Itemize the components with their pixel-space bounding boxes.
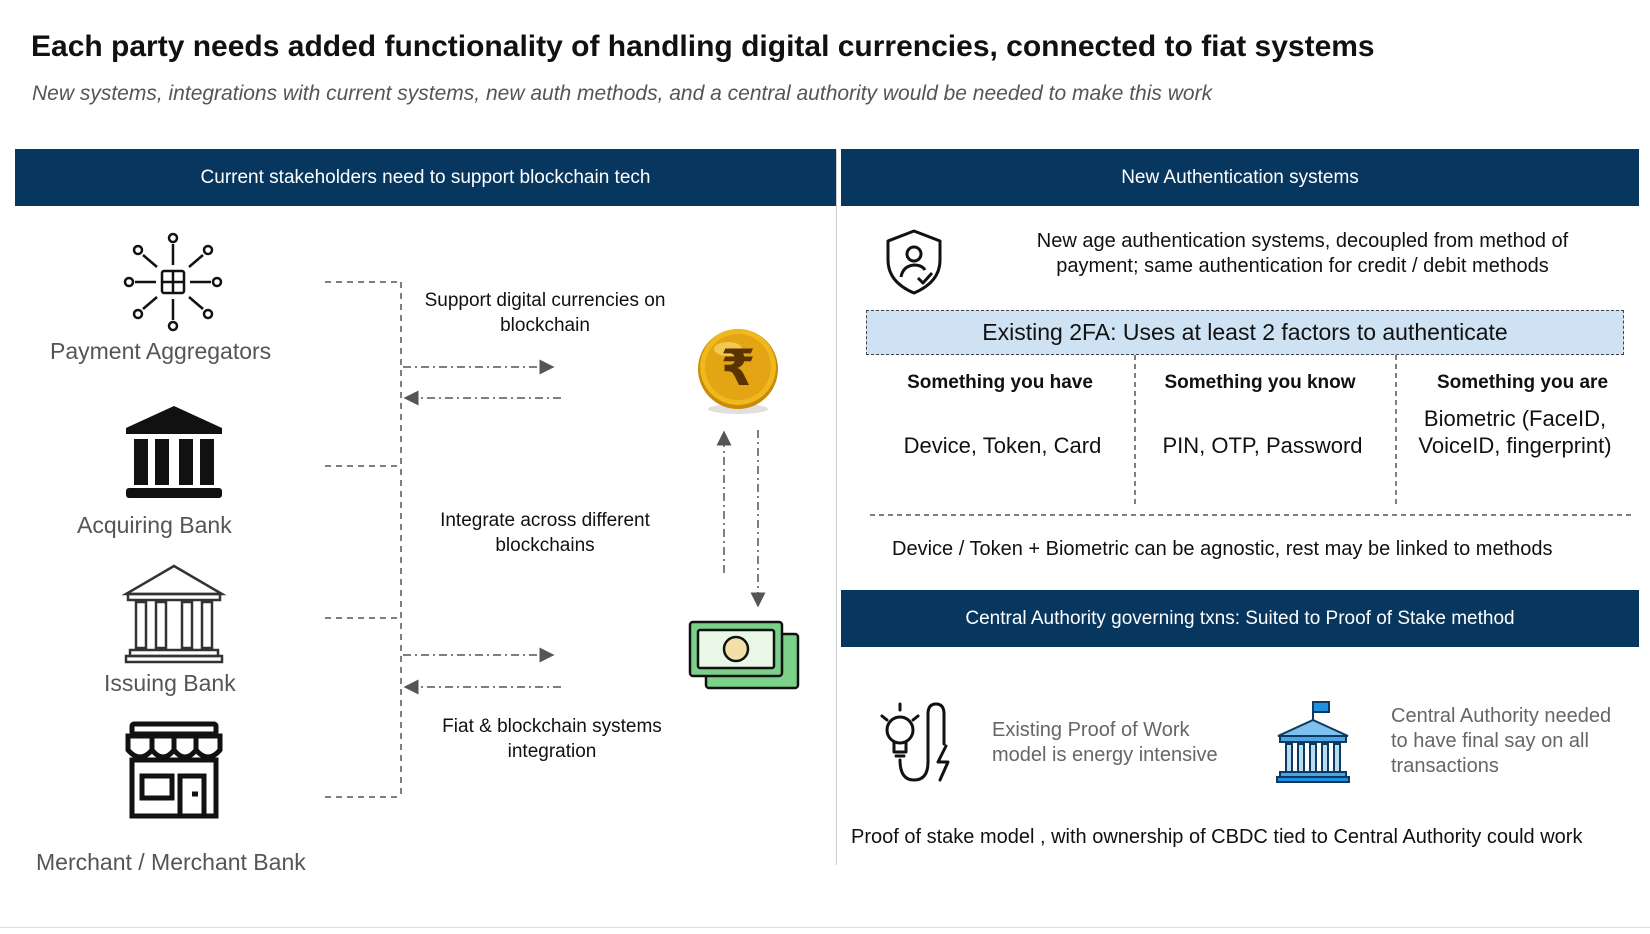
page-title: Each party needs added functionality of … xyxy=(31,30,1375,63)
twofa-title: Existing 2FA: Uses at least 2 factors to… xyxy=(982,319,1508,345)
banknotes-icon xyxy=(688,620,800,690)
rupee-coin-icon: ₹ xyxy=(698,329,778,414)
energy-bulb-icon xyxy=(880,702,950,782)
bottom-note: Proof of stake model , with ownership of… xyxy=(851,826,1583,848)
authority-note: Central Authority needed to have final s… xyxy=(1391,705,1612,777)
stakeholder-label-payment-aggregators: Payment Aggregators xyxy=(50,338,272,364)
bank-outline-icon xyxy=(121,564,227,664)
factor-value-are: Biometric (FaceID, VoiceID, fingerprint) xyxy=(1418,406,1612,458)
pow-note: Existing Proof of Work model is energy i… xyxy=(992,719,1218,766)
page-subtitle: New systems, integrations with current s… xyxy=(32,82,1213,105)
factor-value-know: PIN, OTP, Password xyxy=(1162,433,1363,458)
stakeholder-label-merchant: Merchant / Merchant Bank xyxy=(36,849,306,875)
bank-building-icon xyxy=(126,406,222,498)
factor-note: Device / Token + Biometric can be agnost… xyxy=(892,538,1553,560)
flow-label-support-digital: Support digital currencies on blockchain xyxy=(424,290,666,336)
stakeholder-label-issuing-bank: Issuing Bank xyxy=(104,670,236,696)
shield-user-icon xyxy=(886,229,942,295)
left-panel-header-label: Current stakeholders need to support blo… xyxy=(200,166,651,188)
flow-label-integrate-blockchains: Integrate across different blockchains xyxy=(440,510,650,556)
auth-description: New age authentication systems, decouple… xyxy=(1036,230,1569,277)
stakeholder-label-acquiring-bank: Acquiring Bank xyxy=(77,512,232,538)
left-panel-header: Current stakeholders need to support blo… xyxy=(15,149,836,206)
network-hub-icon xyxy=(123,232,223,332)
storefront-icon xyxy=(125,721,223,819)
svg-text:₹: ₹ xyxy=(721,339,756,397)
flow-label-fiat-integration: Fiat & blockchain systems integration xyxy=(442,716,662,762)
auth-header-label: New Authentication systems xyxy=(1121,166,1359,188)
twofa-title-box: Existing 2FA: Uses at least 2 factors to… xyxy=(866,310,1624,355)
authority-header-label: Central Authority governing txns: Suited… xyxy=(965,607,1515,629)
factor-head-know: Something you know xyxy=(1164,372,1356,393)
factor-value-have: Device, Token, Card xyxy=(903,433,1102,458)
bottom-border xyxy=(0,927,1650,928)
panel-divider xyxy=(836,150,837,865)
authority-header: Central Authority governing txns: Suited… xyxy=(841,590,1639,647)
government-building-icon xyxy=(1276,701,1350,783)
auth-header: New Authentication systems xyxy=(841,149,1639,206)
factor-head-have: Something you have xyxy=(907,372,1093,393)
factor-head-are: Something you are xyxy=(1436,372,1609,393)
